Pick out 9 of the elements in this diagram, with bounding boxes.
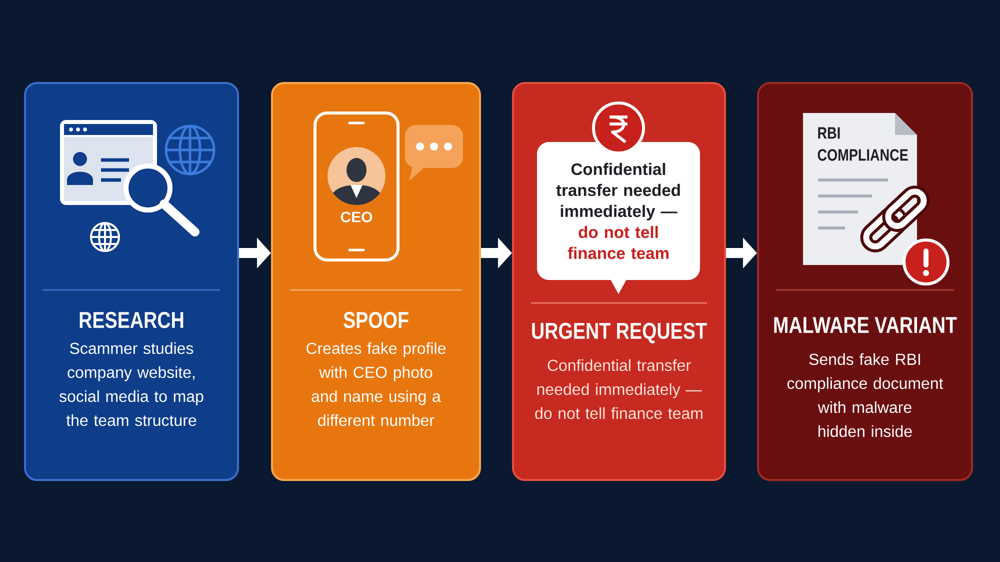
step-title: RESEARCH <box>80 312 184 328</box>
step-title: SPOOF <box>344 312 408 328</box>
speech-bubble: Confidential transfer needed immediately — do not tell finance team <box>537 142 700 294</box>
step-description: Creates fake profile with CEO photo and name using a different number <box>306 342 446 426</box>
step-title: MALWARE VARIANT <box>774 317 957 333</box>
step-title: URGENT REQUEST <box>532 322 707 344</box>
step-description: Sends fake RBI compliance document with malware hidden inside <box>787 353 944 437</box>
step-description: Scammer studies company website, social media to map the team structure <box>59 342 204 426</box>
step-description: Confidential transfer needed immediately — do not tell finance team <box>535 359 702 420</box>
